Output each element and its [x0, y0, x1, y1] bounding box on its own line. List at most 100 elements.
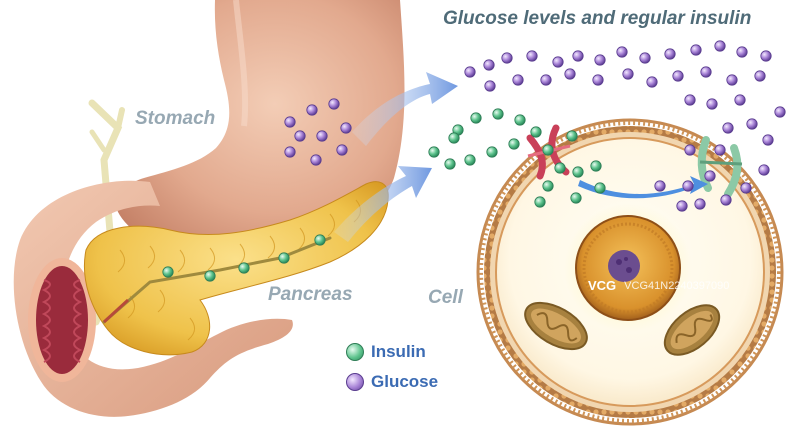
watermark-logo: VCG: [588, 278, 617, 293]
insulin-molecule: [278, 252, 290, 264]
glucose-molecule: [740, 182, 752, 194]
arrow-pancreas-to-blood: [334, 166, 432, 242]
glucose-molecule: [714, 144, 726, 156]
glucose-molecule: [310, 154, 322, 166]
legend-glucose: Glucose: [346, 372, 438, 392]
bile-duct-branch: [89, 129, 107, 153]
glucose-molecule: [616, 46, 628, 58]
glucose-molecule: [464, 66, 476, 78]
glucose-molecule: [676, 200, 688, 212]
glucose-molecule: [572, 50, 584, 62]
insulin-molecule: [486, 146, 498, 158]
legend-glucose-label: Glucose: [371, 372, 439, 391]
glucose-molecule: [639, 52, 651, 64]
insulin-molecule: [542, 180, 554, 192]
glucose-molecule: [501, 52, 513, 64]
arrow-receptor-to-transporter: [578, 176, 708, 199]
legend-insulin: Insulin: [346, 342, 426, 362]
glucose-molecule: [746, 118, 758, 130]
insulin-molecule: [508, 138, 520, 150]
glucose-molecule: [700, 66, 712, 78]
glucose-molecule: [706, 98, 718, 110]
glucose-molecule: [760, 50, 772, 62]
glucose-molecule: [336, 144, 348, 156]
glucose-molecule: [306, 104, 318, 116]
insulin-molecule: [492, 108, 504, 120]
glucose-molecule: [284, 146, 296, 158]
glucose-molecule: [284, 116, 296, 128]
insulin-molecule: [530, 126, 542, 138]
insulin-molecule: [590, 160, 602, 172]
glucose-molecule: [754, 70, 766, 82]
mitochondrion-left: [524, 301, 588, 351]
glucose-molecule: [762, 134, 774, 146]
glucose-swatch-icon: [346, 373, 364, 391]
insulin-molecule: [542, 144, 554, 156]
glucose-molecule: [684, 94, 696, 106]
insulin-molecule: [444, 158, 456, 170]
glucose-molecule: [526, 50, 538, 62]
glucose-molecule: [340, 122, 352, 134]
label-stomach: Stomach: [135, 108, 216, 129]
glucose-molecule: [594, 54, 606, 66]
glucose-molecule: [714, 40, 726, 52]
glucose-molecule: [316, 130, 328, 142]
glucose-molecule: [552, 56, 564, 68]
stomach: [116, 0, 405, 261]
bile-duct-branch: [115, 107, 125, 131]
glucose-molecule: [540, 74, 552, 86]
glucose-molecule: [682, 180, 694, 192]
glucose-molecule: [328, 98, 340, 110]
legend-insulin-label: Insulin: [371, 342, 426, 361]
glucose-molecule: [646, 76, 658, 88]
insulin-molecule: [428, 146, 440, 158]
insulin-molecule: [464, 154, 476, 166]
glucose-molecule: [592, 74, 604, 86]
insulin-molecule: [594, 182, 606, 194]
glucose-molecule: [622, 68, 634, 80]
label-cell: Cell: [428, 287, 463, 308]
insulin-swatch-icon: [346, 343, 364, 361]
glucose-molecule: [690, 44, 702, 56]
watermark: VCG VCG41N2240397090: [588, 278, 729, 293]
insulin-molecule: [162, 266, 174, 278]
insulin-molecule: [470, 112, 482, 124]
nucleolus: [608, 250, 640, 282]
glucose-molecule: [720, 194, 732, 206]
insulin-molecule: [238, 262, 250, 274]
insulin-molecule: [534, 196, 546, 208]
arrow-stomach-to-blood: [352, 72, 458, 146]
insulin-molecule: [448, 132, 460, 144]
insulin-molecule: [554, 162, 566, 174]
glucose-molecule: [736, 46, 748, 58]
glucose-molecule: [684, 144, 696, 156]
diagram-title: Glucose levels and regular insulin: [443, 8, 752, 29]
glucose-molecule: [672, 70, 684, 82]
insulin-molecule: [204, 270, 216, 282]
glucose-molecule: [774, 106, 786, 118]
glucose-molecule: [564, 68, 576, 80]
glucose-molecule: [483, 59, 495, 71]
insulin-molecule: [314, 234, 326, 246]
glucose-molecule: [512, 74, 524, 86]
glucose-molecule: [758, 164, 770, 176]
glucose-molecule: [694, 198, 706, 210]
insulin-molecule: [572, 166, 584, 178]
molecules: [162, 40, 786, 282]
glucose-molecule: [726, 74, 738, 86]
mitochondrion-right: [663, 304, 721, 356]
watermark-id: VCG41N2240397090: [624, 279, 730, 292]
insulin-molecule: [566, 130, 578, 142]
insulin-molecule: [570, 192, 582, 204]
glucose-molecule: [654, 180, 666, 192]
glucose-molecule: [294, 130, 306, 142]
pancreatic-duct: [102, 236, 332, 324]
label-pancreas: Pancreas: [268, 284, 353, 305]
insulin-molecule: [514, 114, 526, 126]
glucose-molecule: [664, 48, 676, 60]
glucose-molecule: [704, 170, 716, 182]
glucose-molecule: [734, 94, 746, 106]
glucose-molecule: [484, 80, 496, 92]
